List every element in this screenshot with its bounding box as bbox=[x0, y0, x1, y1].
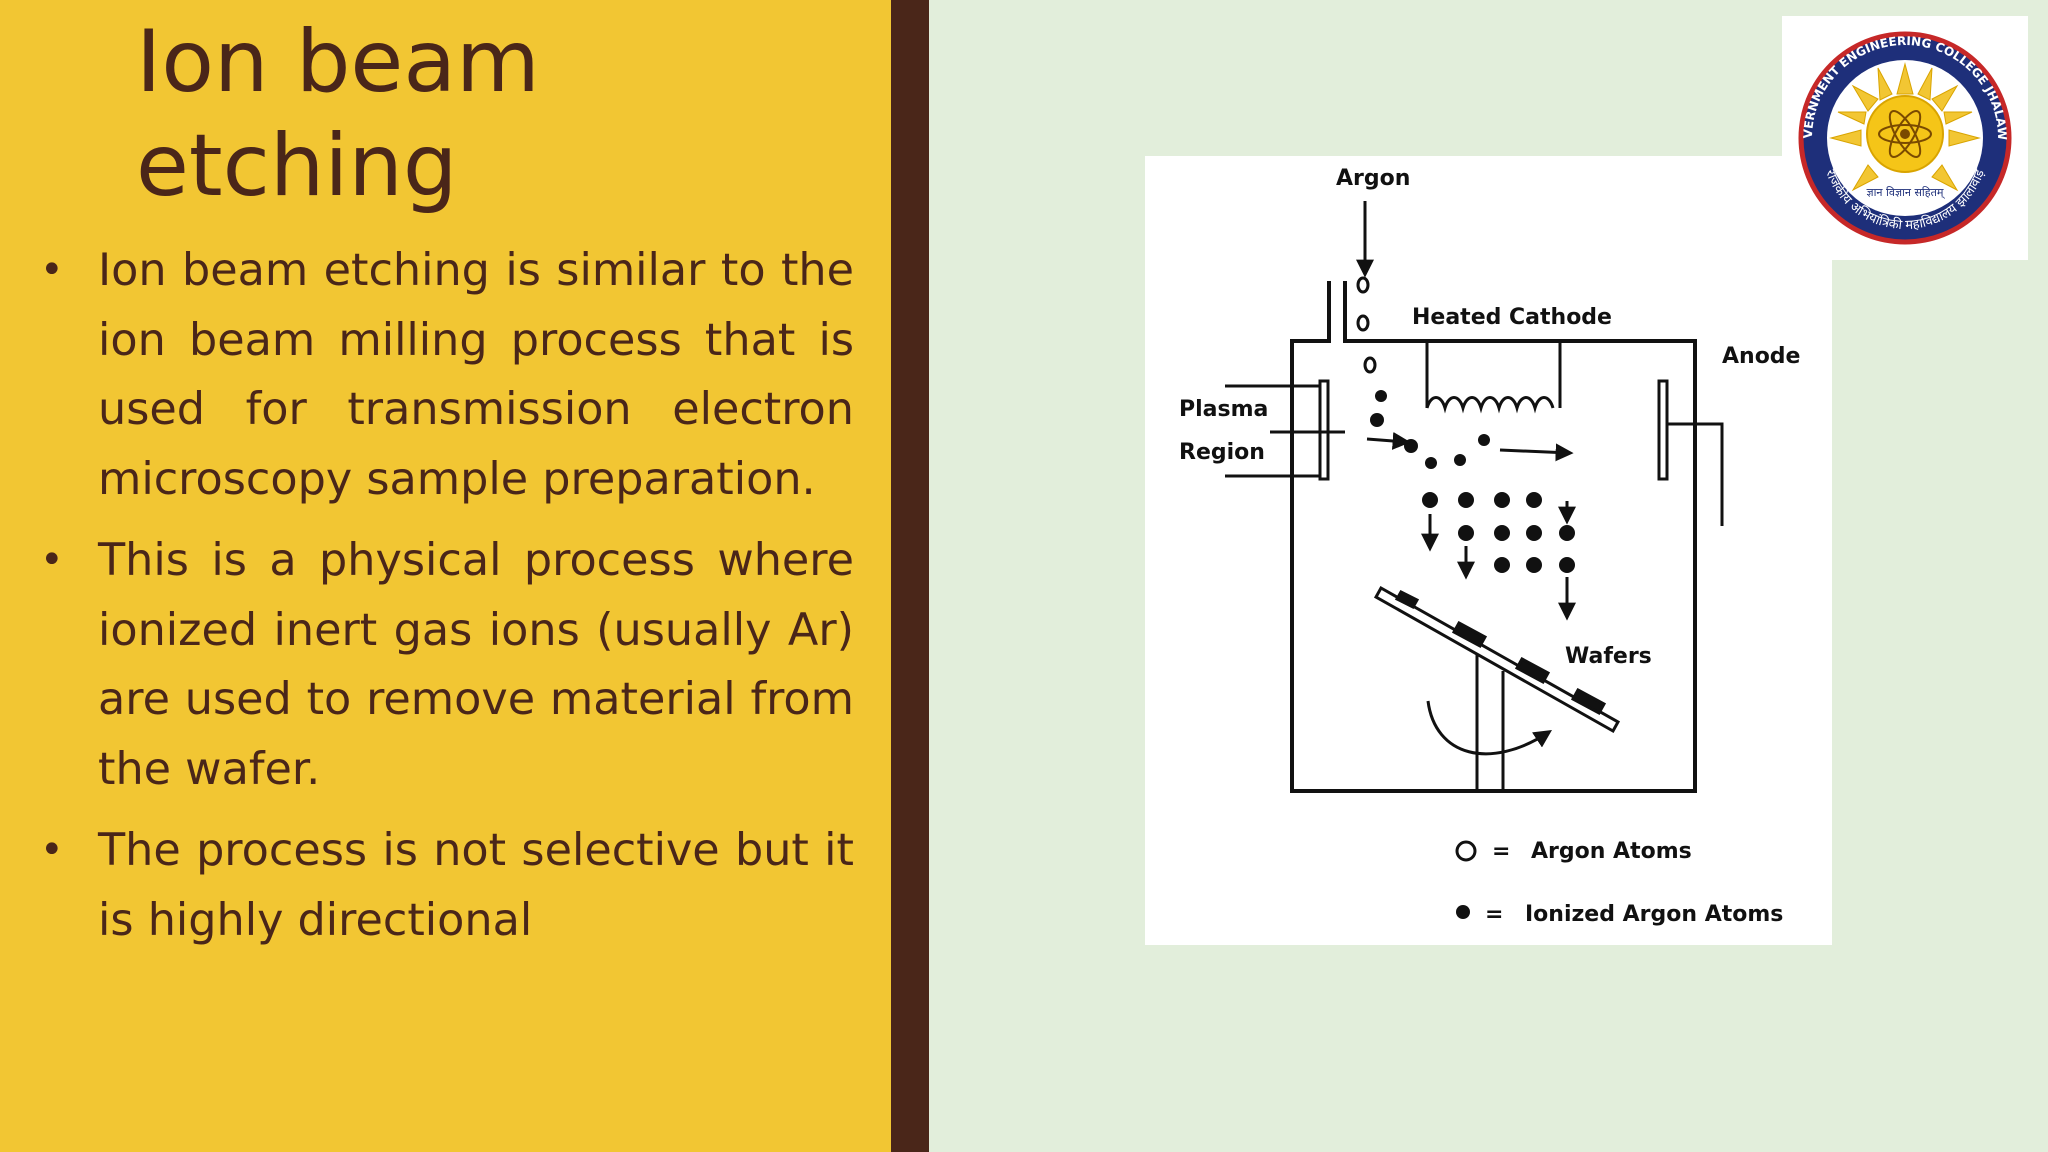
bullet-text: Ion beam etching is similar to the ion b… bbox=[98, 245, 854, 505]
legend-argon-atoms: Argon Atoms bbox=[1531, 839, 1692, 864]
bullet-marker: • bbox=[40, 827, 64, 873]
chamber-outline bbox=[1290, 281, 1697, 793]
bullet-item: • Ion beam etching is similar to the ion … bbox=[40, 236, 854, 514]
plasma-electrode bbox=[1225, 379, 1345, 481]
legend-equals: = bbox=[1492, 839, 1510, 864]
label-anode: Anode bbox=[1722, 344, 1800, 369]
label-heated-cathode: Heated Cathode bbox=[1412, 305, 1612, 330]
left-panel bbox=[0, 0, 891, 1152]
bullet-item: • The process is not selective but it is … bbox=[40, 816, 854, 955]
bullet-text: This is a physical process where ionized… bbox=[98, 535, 854, 795]
bullet-marker: • bbox=[40, 537, 64, 583]
legend-filled-circle bbox=[1456, 905, 1470, 919]
ionized-argon-atoms bbox=[1370, 390, 1575, 573]
argon-atoms bbox=[1356, 276, 1377, 374]
bullet-text: The process is not selective but it is h… bbox=[98, 825, 854, 946]
legend-open-circle bbox=[1455, 840, 1477, 862]
college-logo: GOVERNMENT ENGINEERING COLLEGE JHALAWAR … bbox=[1782, 16, 2028, 260]
heated-cathode-filament bbox=[1425, 343, 1562, 414]
label-region: Region bbox=[1179, 440, 1265, 465]
sun-rays bbox=[1829, 62, 1981, 192]
label-argon: Argon bbox=[1336, 166, 1410, 191]
logo-motto: ज्ञान विज्ञान सहितम् bbox=[1867, 186, 1946, 199]
ion-beam-etching-diagram: Argon Heated Cathode Plasma Region Anode bbox=[1145, 156, 1832, 945]
ion-flow-arrows bbox=[1366, 431, 1576, 621]
label-plasma: Plasma bbox=[1179, 397, 1268, 422]
label-wafers: Wafers bbox=[1565, 644, 1652, 669]
anode-plate bbox=[1657, 379, 1724, 526]
bullet-marker: • bbox=[40, 247, 64, 293]
slide-title: Ion beam etching bbox=[136, 12, 540, 216]
atom-sun-emblem-icon bbox=[1878, 110, 1932, 158]
bullet-item: • This is a physical process where ionize… bbox=[40, 526, 854, 804]
legend-equals: = bbox=[1485, 902, 1503, 927]
panel-divider bbox=[891, 0, 929, 1152]
bullet-list: • Ion beam etching is similar to the ion … bbox=[40, 236, 854, 967]
diagram-legend: = Argon Atoms = Ionized Argon Atoms bbox=[1455, 839, 1783, 927]
wafer-holder bbox=[1373, 585, 1621, 791]
legend-ionized-argon-atoms: Ionized Argon Atoms bbox=[1525, 902, 1783, 927]
